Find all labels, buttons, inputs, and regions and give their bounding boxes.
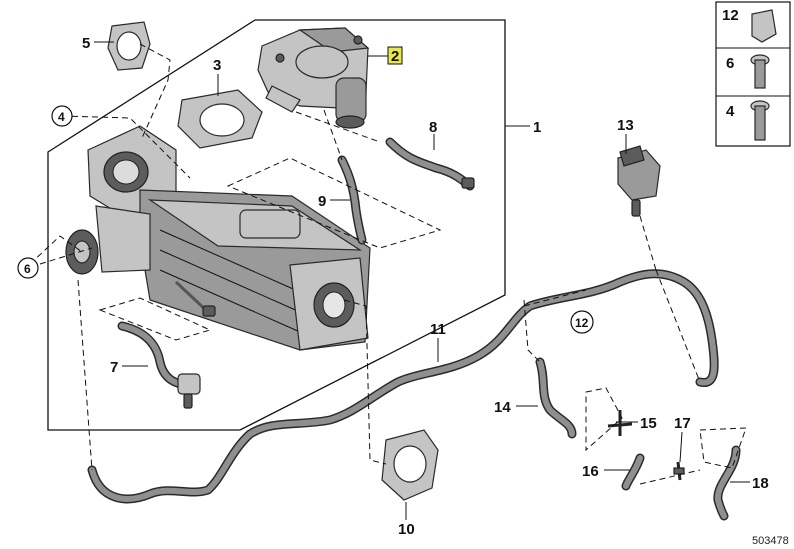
callout-14: 14 (494, 399, 511, 416)
diagram-id: 503478 (752, 535, 789, 547)
clip-nut-icon (751, 9, 777, 43)
legend-label-6: 6 (726, 55, 734, 72)
callout-circle-6 (17, 257, 39, 279)
hose-9 (337, 155, 367, 245)
legend-label-4: 4 (726, 103, 735, 120)
callout-10: 10 (398, 521, 415, 538)
connector-15 (607, 410, 633, 436)
callout-circle-4 (51, 105, 73, 127)
callout-4: 4 (58, 110, 65, 124)
bolt-4-icon (750, 100, 770, 141)
gasket-10 (381, 429, 439, 501)
callout-7: 7 (110, 359, 118, 376)
legend-box: 12 6 4 (715, 1, 791, 147)
callout-17: 17 (674, 415, 691, 432)
callout-18: 18 (752, 475, 769, 492)
callout-2-highlight (387, 46, 403, 65)
callout-11: 11 (430, 321, 446, 338)
hose-8 (385, 137, 475, 191)
callout-circle-12 (570, 310, 594, 334)
leader-lines (94, 41, 750, 520)
callouts: 5 3 2 1 8 9 7 11 10 13 14 15 16 17 18 4 … (17, 35, 769, 538)
guide-lines (29, 43, 747, 485)
gasket-5 (107, 21, 151, 71)
hose-11 (87, 269, 719, 504)
callout-12: 12 (575, 316, 589, 330)
callout-5: 5 (82, 35, 90, 52)
callout-2: 2 (391, 48, 399, 65)
callout-16: 16 (582, 463, 599, 480)
gasket-3 (177, 89, 263, 149)
sensor-13 (617, 145, 661, 217)
bolt-6-icon (750, 54, 770, 89)
callout-15: 15 (640, 415, 657, 432)
egr-valve (257, 27, 370, 129)
hose-14 (535, 357, 577, 439)
callout-3: 3 (213, 57, 221, 74)
callout-9: 9 (318, 193, 326, 210)
callout-1: 1 (533, 119, 541, 136)
legend-label-12: 12 (722, 7, 739, 24)
connector-17 (673, 461, 685, 481)
egr-cooler (65, 125, 371, 351)
assembly-frame (47, 19, 506, 431)
hose-7 (117, 321, 201, 409)
callout-6: 6 (24, 262, 31, 276)
hose-18 (713, 445, 741, 521)
callout-13: 13 (617, 117, 634, 134)
hose-16 (621, 453, 645, 491)
callout-8: 8 (429, 119, 437, 136)
